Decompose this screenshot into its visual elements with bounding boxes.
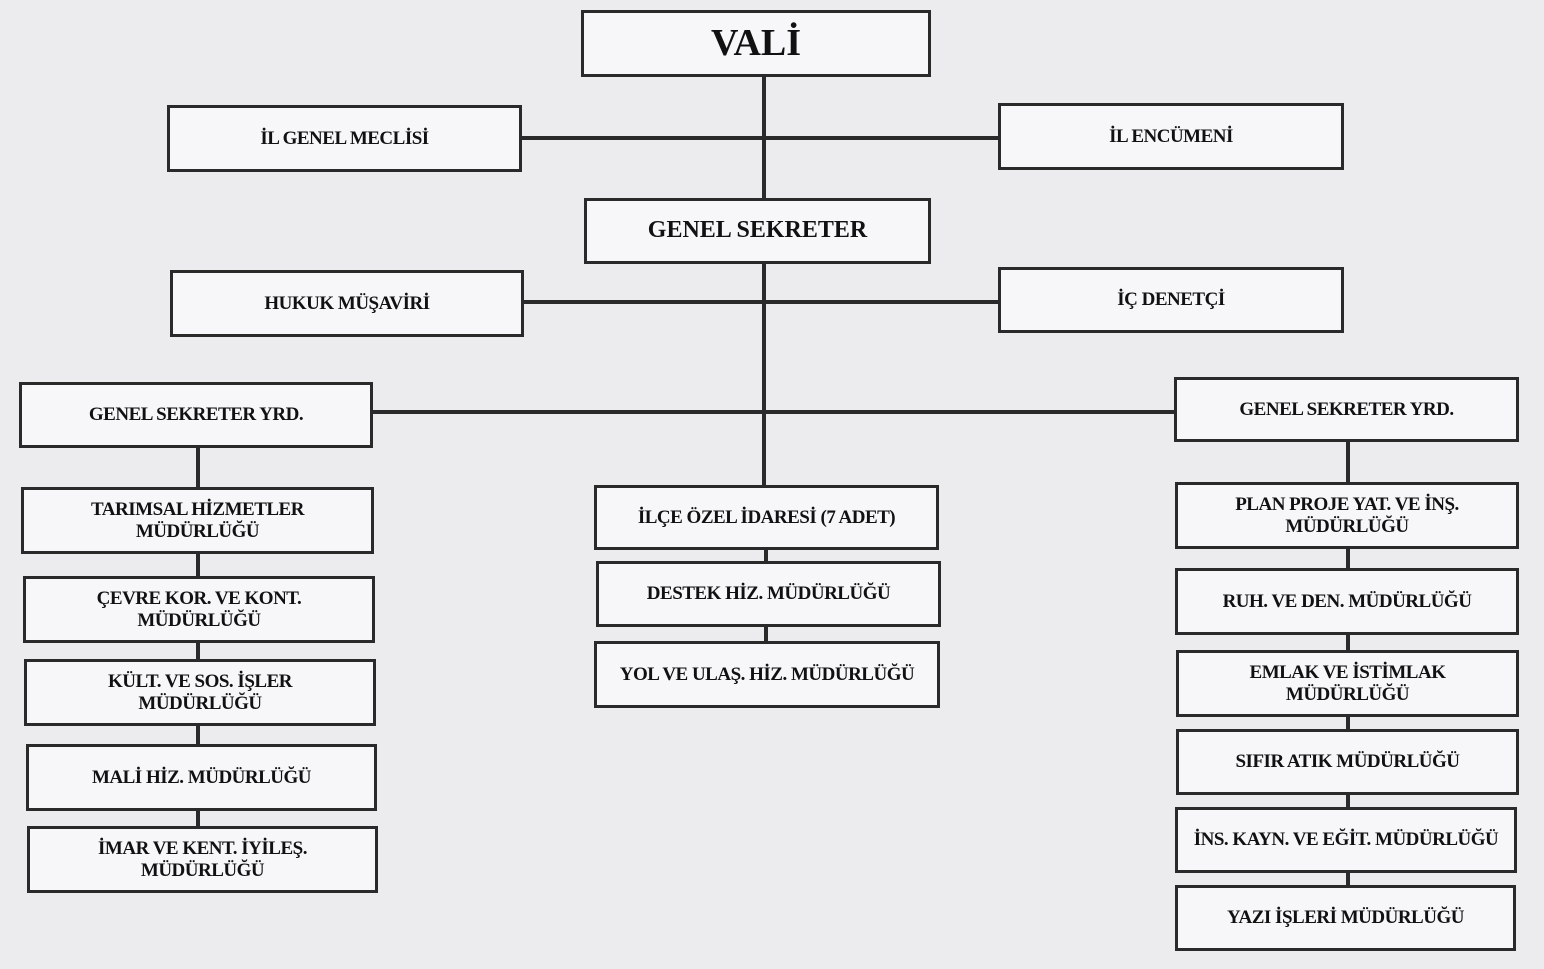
right-unit-box: SIFIR ATIK MÜDÜRLÜĞÜ [1176, 729, 1519, 795]
center-unit-label: YOL VE ULAŞ. HİZ. MÜDÜRLÜĞÜ [619, 663, 915, 685]
right-unit-box: PLAN PROJE YAT. VE İNŞ. MÜDÜRLÜĞÜ [1175, 482, 1519, 549]
hukuk-musaviri-box: HUKUK MÜŞAVİRİ [170, 270, 524, 337]
left-unit-box: İMAR VE KENT. İYİLEŞ. MÜDÜRLÜĞÜ [27, 826, 378, 893]
connector-deputy-row [371, 410, 1176, 414]
center-unit-box: DESTEK HİZ. MÜDÜRLÜĞÜ [596, 561, 941, 627]
right-unit-box: RUH. VE DEN. MÜDÜRLÜĞÜ [1175, 568, 1519, 635]
left-deputy-box: GENEL SEKRETER YRD. [19, 382, 373, 448]
connector-advisor-row [522, 300, 1000, 304]
right-unit-line: PLAN PROJE YAT. VE İNŞ. [1235, 493, 1459, 515]
center-unit-label: İLÇE ÖZEL İDARESİ (7 ADET) [637, 506, 896, 528]
center-unit-box: YOL VE ULAŞ. HİZ. MÜDÜRLÜĞÜ [594, 641, 940, 708]
right-unit-text: PLAN PROJE YAT. VE İNŞ. MÜDÜRLÜĞÜ [1235, 494, 1459, 538]
left-unit-text: ÇEVRE KOR. VE KONT. MÜDÜRLÜĞÜ [97, 588, 302, 632]
right-unit-text: EMLAK VE İSTİMLAK MÜDÜRLÜĞÜ [1250, 662, 1446, 706]
right-deputy-label: GENEL SEKRETER YRD. [1239, 398, 1454, 420]
left-unit-box: KÜLT. VE SOS. İŞLER MÜDÜRLÜĞÜ [24, 659, 376, 726]
left-unit-text: TARIMSAL HİZMETLER MÜDÜRLÜĞÜ [91, 499, 304, 543]
left-unit-line: MÜDÜRLÜĞÜ [135, 520, 260, 542]
right-unit-line: EMLAK VE İSTİMLAK [1249, 661, 1446, 683]
left-unit-box: TARIMSAL HİZMETLER MÜDÜRLÜĞÜ [21, 487, 374, 554]
left-unit-box: MALİ HİZ. MÜDÜRLÜĞÜ [26, 744, 377, 811]
connector-sekreter-trunk [762, 262, 766, 488]
il-encumeni-label: İL ENCÜMENİ [1109, 125, 1233, 147]
left-unit-line: TARIMSAL HİZMETLER [91, 498, 304, 520]
left-unit-line: MALİ HİZ. MÜDÜRLÜĞÜ [91, 766, 312, 788]
left-unit-line: İMAR VE KENT. İYİLEŞ. [98, 837, 307, 859]
right-unit-box: EMLAK VE İSTİMLAK MÜDÜRLÜĞÜ [1176, 650, 1519, 717]
left-unit-line: KÜLT. VE SOS. İŞLER [108, 670, 292, 692]
ic-denetci-box: İÇ DENETÇİ [998, 267, 1344, 333]
il-genel-meclisi-box: İL GENEL MECLİSİ [167, 105, 522, 172]
center-unit-label: DESTEK HİZ. MÜDÜRLÜĞÜ [646, 583, 891, 605]
right-unit-line: RUH. VE DEN. MÜDÜRLÜĞÜ [1222, 590, 1472, 612]
left-unit-text: KÜLT. VE SOS. İŞLER MÜDÜRLÜĞÜ [108, 671, 292, 715]
right-unit-box: İNS. KAYN. VE EĞİT. MÜDÜRLÜĞÜ [1175, 807, 1517, 873]
ic-denetci-label: İÇ DENETÇİ [1117, 289, 1225, 311]
left-unit-box: ÇEVRE KOR. VE KONT. MÜDÜRLÜĞÜ [23, 576, 375, 643]
right-unit-box: YAZI İŞLERİ MÜDÜRLÜĞÜ [1175, 885, 1516, 951]
right-unit-line: MÜDÜRLÜĞÜ [1285, 683, 1410, 705]
vali-box: VALİ [581, 10, 931, 77]
genel-sekreter-box: GENEL SEKRETER [584, 198, 931, 264]
il-encumeni-box: İL ENCÜMENİ [998, 103, 1344, 170]
right-unit-line: SIFIR ATIK MÜDÜRLÜĞÜ [1235, 751, 1460, 773]
il-genel-meclisi-label: İL GENEL MECLİSİ [260, 127, 429, 149]
center-unit-box: İLÇE ÖZEL İDARESİ (7 ADET) [594, 485, 939, 550]
left-unit-line: ÇEVRE KOR. VE KONT. [96, 587, 302, 609]
left-unit-line: MÜDÜRLÜĞÜ [138, 692, 262, 714]
left-unit-line: MÜDÜRLÜĞÜ [140, 859, 265, 881]
right-deputy-box: GENEL SEKRETER YRD. [1174, 377, 1519, 442]
right-unit-line: MÜDÜRLÜĞÜ [1285, 515, 1409, 537]
right-unit-line: İNS. KAYN. VE EĞİT. MÜDÜRLÜĞÜ [1193, 829, 1499, 851]
left-unit-text: İMAR VE KENT. İYİLEŞ. MÜDÜRLÜĞÜ [98, 838, 307, 882]
left-deputy-label: GENEL SEKRETER YRD. [88, 404, 304, 426]
vali-label: VALİ [710, 21, 802, 64]
genel-sekreter-label: GENEL SEKRETER [647, 217, 868, 244]
right-unit-line: YAZI İŞLERİ MÜDÜRLÜĞÜ [1227, 907, 1464, 929]
connector-council-row [520, 136, 1000, 140]
left-unit-line: MÜDÜRLÜĞÜ [137, 609, 261, 631]
hukuk-musaviri-label: HUKUK MÜŞAVİRİ [264, 292, 430, 314]
